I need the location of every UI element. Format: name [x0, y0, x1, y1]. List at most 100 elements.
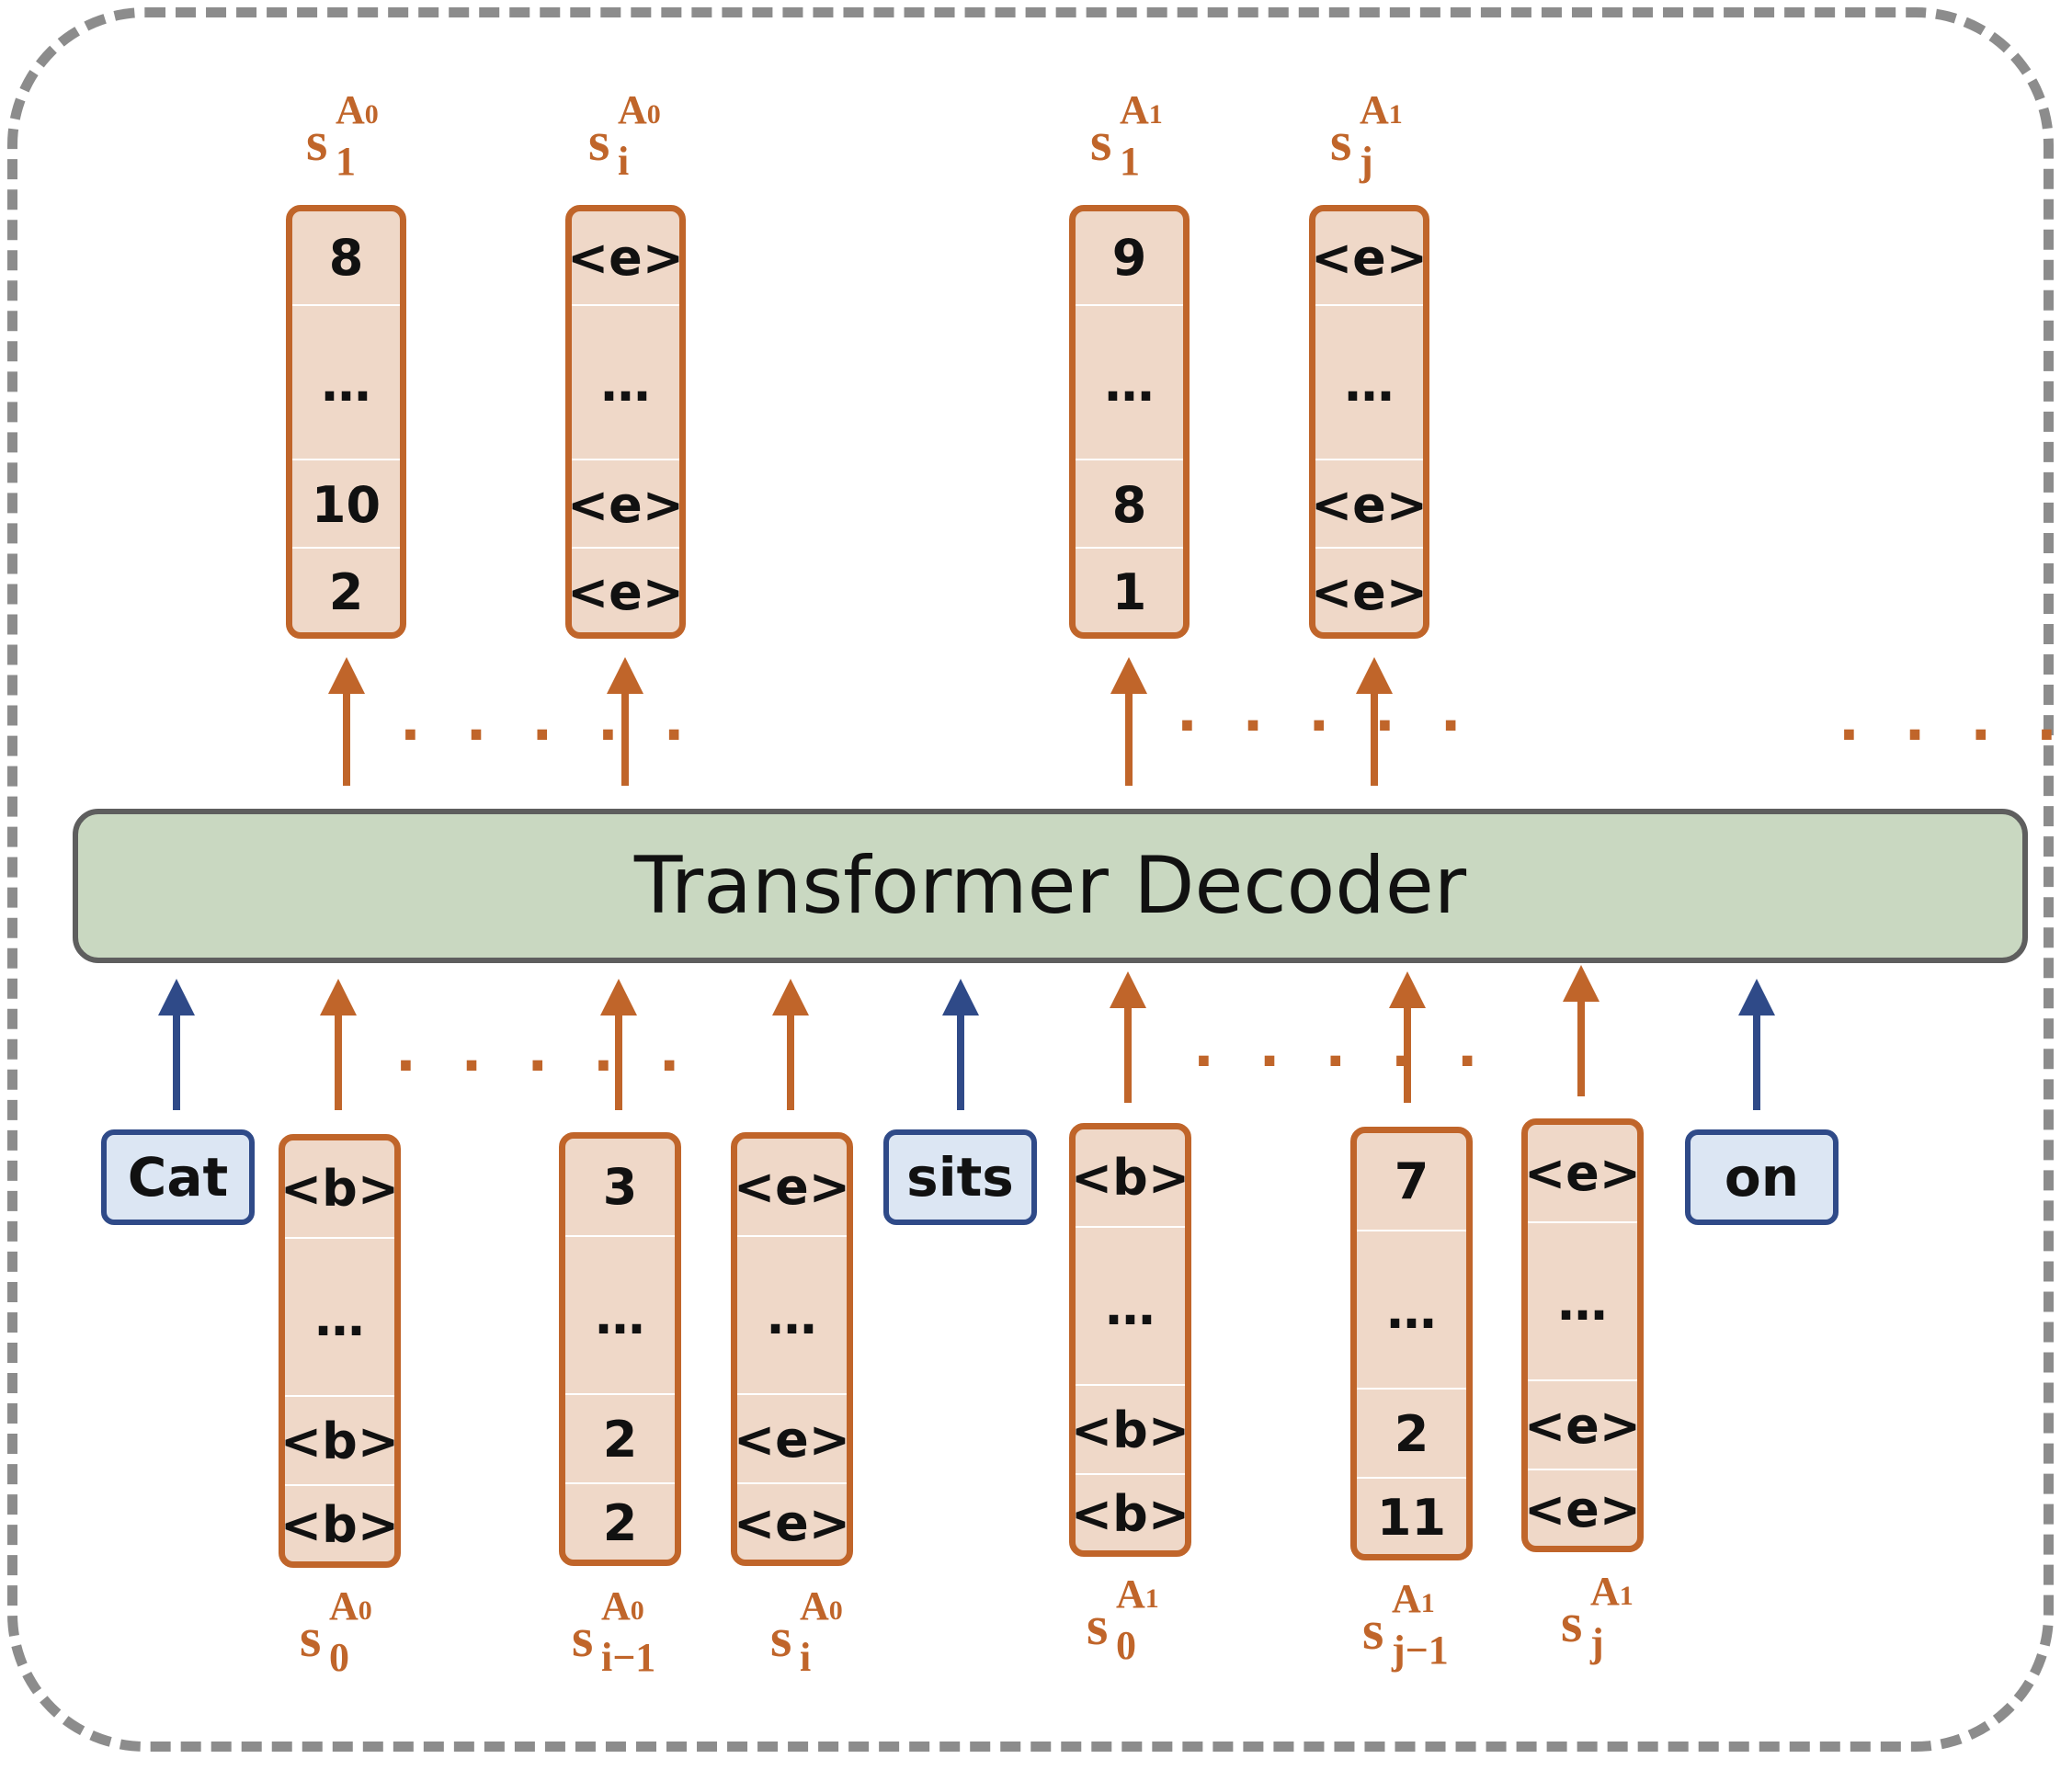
slot-cell: 2 [565, 1482, 675, 1560]
slot-cell: 1 [1076, 547, 1183, 632]
label-sup-index: 1 [1420, 1588, 1435, 1618]
slot-cell: 2 [565, 1393, 675, 1484]
slot-cell: … [1357, 1230, 1466, 1390]
output-slot-4: <e> … <e> <e> [1309, 205, 1429, 639]
input-slot-6: <e> … <e> <e> [1521, 1118, 1644, 1552]
label-base: s [572, 1607, 594, 1668]
label-sup-letter: A [618, 87, 647, 132]
label-sup-index: 1 [1388, 99, 1403, 130]
label-sub: 0 [1116, 1623, 1136, 1668]
slot-cell: <b> [1070, 1149, 1190, 1207]
label-sup-index: 1 [1619, 1581, 1634, 1611]
slot-cell: … [1528, 1221, 1637, 1381]
slot-cell: <b> [285, 1395, 394, 1486]
input-slot-1: <b> … <b> <b> [279, 1134, 401, 1568]
label-sup-letter: A [1590, 1569, 1620, 1614]
label-sup: A0 [601, 1583, 644, 1629]
slot-cell: <b> [1076, 1384, 1185, 1475]
slot-cell: <b> [1076, 1473, 1185, 1550]
slot-cell: <e> [1523, 1144, 1642, 1202]
ellipsis-in-a1: . . . . . [1193, 1015, 1491, 1080]
input-slot-3: <e> … <e> <e> [731, 1132, 853, 1566]
label-sub: i [800, 1635, 812, 1680]
label-sup-index: 1 [1144, 1583, 1159, 1614]
label-sub: j [1590, 1620, 1604, 1665]
slot-cell: … [292, 304, 400, 460]
token-cat: Cat [101, 1129, 255, 1225]
label-sup-letter: A [329, 1583, 359, 1628]
slot-cell: 3 [602, 1158, 638, 1216]
label-sup: A1 [1590, 1568, 1634, 1615]
ellipsis-out-a1: . . . . . [1177, 680, 1474, 744]
label-base: s [1090, 111, 1112, 172]
label-sup-index: 0 [358, 1595, 372, 1626]
slot-cell: <e> [572, 547, 679, 632]
label-base: s [1330, 111, 1352, 172]
label-base: s [1561, 1593, 1583, 1653]
slot-cell: 2 [292, 547, 400, 632]
label-sub: j−1 [1392, 1628, 1449, 1673]
label-sup: A0 [618, 86, 661, 133]
label-sup: A1 [1116, 1571, 1159, 1617]
label-sub: 0 [329, 1635, 349, 1680]
label-sub: 1 [1120, 139, 1140, 184]
slot-cell: 9 [1111, 229, 1147, 287]
label-sup: A1 [1392, 1575, 1435, 1622]
slot-cell: 7 [1394, 1152, 1429, 1210]
slot-cell: 2 [1357, 1388, 1466, 1479]
slot-cell: … [285, 1237, 394, 1397]
slot-cell: … [565, 1235, 675, 1395]
ellipsis-out-a0: . . . . . [400, 689, 698, 754]
label-sup-index: 0 [646, 99, 661, 130]
label-sub: 1 [336, 139, 356, 184]
slot-cell: <e> [733, 1158, 851, 1216]
label-sup: A0 [336, 86, 379, 133]
slot-cell: <b> [285, 1484, 394, 1561]
label-sup-letter: A [800, 1583, 829, 1628]
output-slot-3: 9 … 8 1 [1069, 205, 1190, 639]
output-slot-2: <e> … <e> <e> [565, 205, 686, 639]
slot-cell: <e> [1315, 459, 1423, 549]
label-sup-index: 0 [828, 1595, 843, 1626]
slot-cell: <e> [572, 459, 679, 549]
label-sup: A0 [800, 1583, 843, 1629]
label-sup-letter: A [601, 1583, 631, 1628]
slot-cell: <e> [737, 1393, 847, 1484]
token-on: on [1685, 1129, 1839, 1225]
slot-cell: 10 [292, 459, 400, 549]
slot-cell: <e> [737, 1482, 847, 1560]
label-sup-letter: A [1120, 87, 1149, 132]
label-sup-index: 0 [364, 99, 379, 130]
label-base: s [306, 111, 328, 172]
label-sup-letter: A [1360, 87, 1389, 132]
slot-cell: … [1076, 304, 1183, 460]
slot-cell: <e> [566, 229, 685, 287]
label-base: s [1087, 1595, 1109, 1656]
slot-cell: 8 [1076, 459, 1183, 549]
transformer-decoder-block: Transformer Decoder [73, 809, 2028, 963]
label-sub: i−1 [601, 1635, 656, 1680]
label-sup: A1 [1360, 86, 1403, 133]
decoder-label: Transformer Decoder [633, 840, 1467, 932]
slot-cell: 8 [328, 229, 364, 287]
slot-cell: <b> [279, 1160, 400, 1218]
label-base: s [1362, 1600, 1384, 1661]
input-slot-4: <b> … <b> <b> [1069, 1123, 1191, 1557]
label-base: s [770, 1607, 792, 1668]
token-sits: sits [883, 1129, 1037, 1225]
input-slot-2: 3 … 2 2 [559, 1132, 681, 1566]
label-sup: A1 [1120, 86, 1163, 133]
label-base: s [588, 111, 610, 172]
label-sub: i [618, 139, 630, 184]
slot-cell: … [737, 1235, 847, 1395]
label-sup-letter: A [1392, 1576, 1421, 1621]
label-sup-index: 0 [630, 1595, 644, 1626]
label-sup-letter: A [336, 87, 365, 132]
slot-cell: … [1076, 1226, 1185, 1386]
slot-cell: <e> [1310, 229, 1429, 287]
label-sup-index: 1 [1148, 99, 1163, 130]
ellipsis-in-a0: . . . . . [395, 1020, 693, 1084]
slot-cell: <e> [1315, 547, 1423, 632]
